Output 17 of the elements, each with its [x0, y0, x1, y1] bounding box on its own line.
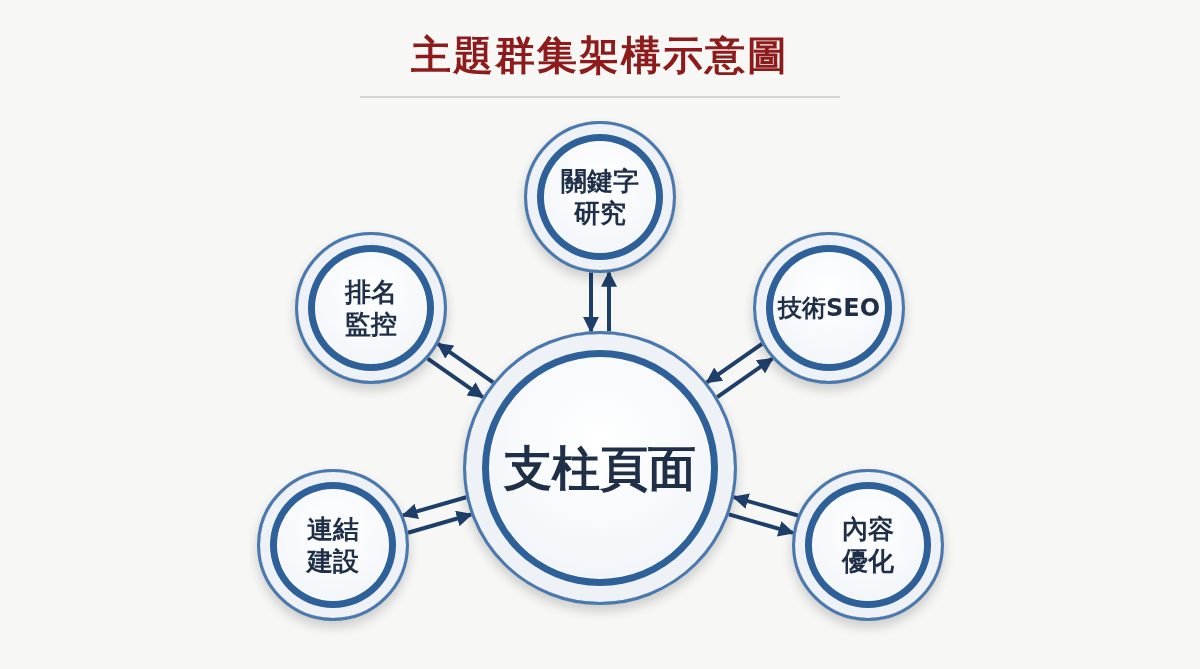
- arrow: [407, 510, 473, 535]
- arrow: [401, 495, 467, 520]
- arrow: [583, 272, 599, 333]
- arrow: [426, 356, 485, 399]
- arrow: [732, 493, 799, 518]
- topic-label: 排名監控: [343, 275, 398, 341]
- arrow: [705, 342, 764, 384]
- hub-label: 支柱頁面: [504, 439, 696, 498]
- topic-label: 關鍵字研究: [560, 164, 640, 230]
- topic-label: 連結建設: [305, 512, 360, 578]
- topic-label: 內容優化: [840, 512, 895, 578]
- arrow: [436, 342, 495, 384]
- topic-label: 技術SEO: [777, 293, 881, 323]
- arrow: [728, 512, 795, 537]
- title: 主題群集架構示意圖: [411, 32, 789, 78]
- arrow: [601, 270, 617, 332]
- arrow: [716, 356, 774, 399]
